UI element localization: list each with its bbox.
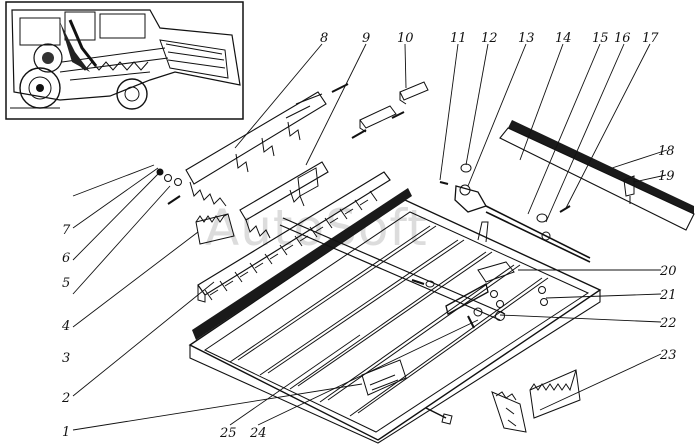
sealing-strip-right bbox=[499, 120, 695, 231]
callout-9: 9 bbox=[362, 31, 370, 46]
callout-14: 14 bbox=[555, 31, 572, 46]
callout-8: 8 bbox=[320, 31, 328, 46]
callout-17: 17 bbox=[642, 31, 659, 46]
callout-4: 4 bbox=[61, 319, 70, 334]
comb-parts bbox=[491, 369, 581, 433]
callout-20: 20 bbox=[659, 264, 677, 279]
inset-combine-overview bbox=[5, 1, 244, 120]
pivot-lever bbox=[439, 163, 635, 263]
frame bbox=[188, 188, 602, 444]
callout-18: 18 bbox=[658, 144, 675, 159]
callout-1: 1 bbox=[62, 425, 70, 440]
callout-24: 24 bbox=[249, 426, 267, 441]
callout-19: 19 bbox=[658, 169, 675, 184]
callout-7: 7 bbox=[62, 223, 71, 238]
callout-labels: 8 9 10 11 12 13 14 15 16 17 18 19 20 21 … bbox=[61, 31, 677, 441]
callout-23: 23 bbox=[659, 348, 677, 363]
brackets bbox=[331, 81, 429, 139]
callout-15: 15 bbox=[592, 31, 609, 46]
callout-13: 13 bbox=[518, 31, 535, 46]
nuts-washers bbox=[156, 168, 182, 205]
bolt-bottom bbox=[425, 407, 453, 425]
callout-10: 10 bbox=[397, 31, 414, 46]
callout-16: 16 bbox=[614, 31, 631, 46]
callout-2: 2 bbox=[61, 391, 70, 406]
comb-plate-left bbox=[195, 213, 235, 245]
callout-6: 6 bbox=[62, 251, 70, 266]
leader-lines bbox=[72, 43, 668, 431]
frame-brackets bbox=[411, 261, 548, 329]
callout-21: 21 bbox=[659, 288, 677, 303]
callout-25: 25 bbox=[219, 426, 237, 441]
callout-3: 3 bbox=[62, 351, 70, 366]
callout-22: 22 bbox=[659, 316, 677, 331]
callout-12: 12 bbox=[481, 31, 498, 46]
callout-5: 5 bbox=[62, 276, 70, 291]
callout-11: 11 bbox=[450, 31, 467, 46]
sieve-plates bbox=[185, 91, 329, 239]
